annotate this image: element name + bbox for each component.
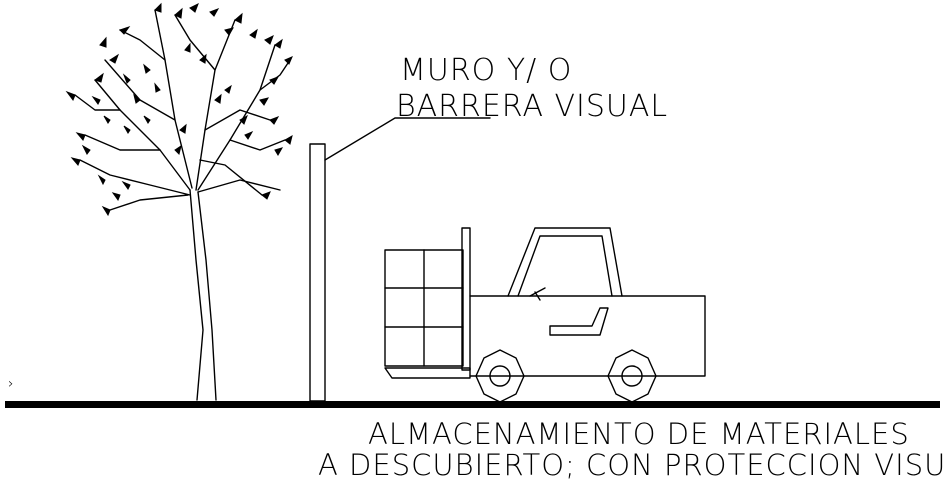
forklift-illustration [384,227,706,379]
caption-line2: A DESCUBIERTO; CON PROTECCION VISUAL [318,448,945,481]
forklift-rear-wheel [607,349,657,403]
stray-mark: › [8,376,15,392]
wall-label-line2: BARRERA VISUAL [396,89,668,124]
ground-line [5,401,940,408]
forklift-front-wheel [475,349,525,403]
wall-leader-line [324,117,491,161]
wall-barrier [309,143,326,402]
tree-illustration [74,9,291,401]
tree-foliage [65,2,293,217]
caption-line1: ALMACENAMIENTO DE MATERIALES [368,417,910,451]
wall-label-line1: MURO Y/ O [400,53,572,88]
